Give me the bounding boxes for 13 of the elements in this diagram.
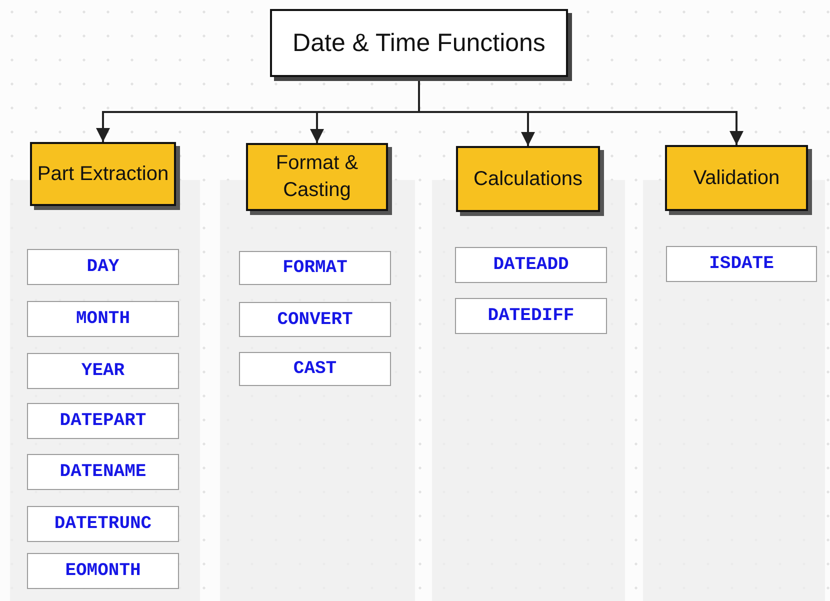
function-box: FORMAT [239,251,391,285]
function-box: CONVERT [239,302,391,337]
function-box: MONTH [27,301,179,337]
function-box: CAST [239,352,391,386]
function-box: DATEDIFF [455,298,607,334]
function-box: YEAR [27,353,179,389]
function-box: DATEADD [455,247,607,283]
function-box: DAY [27,249,179,285]
function-box: ISDATE [666,246,817,282]
function-box: DATENAME [27,454,179,490]
function-box: DATEPART [27,403,179,439]
function-box: EOMONTH [27,553,179,589]
function-box: DATETRUNC [27,506,179,542]
